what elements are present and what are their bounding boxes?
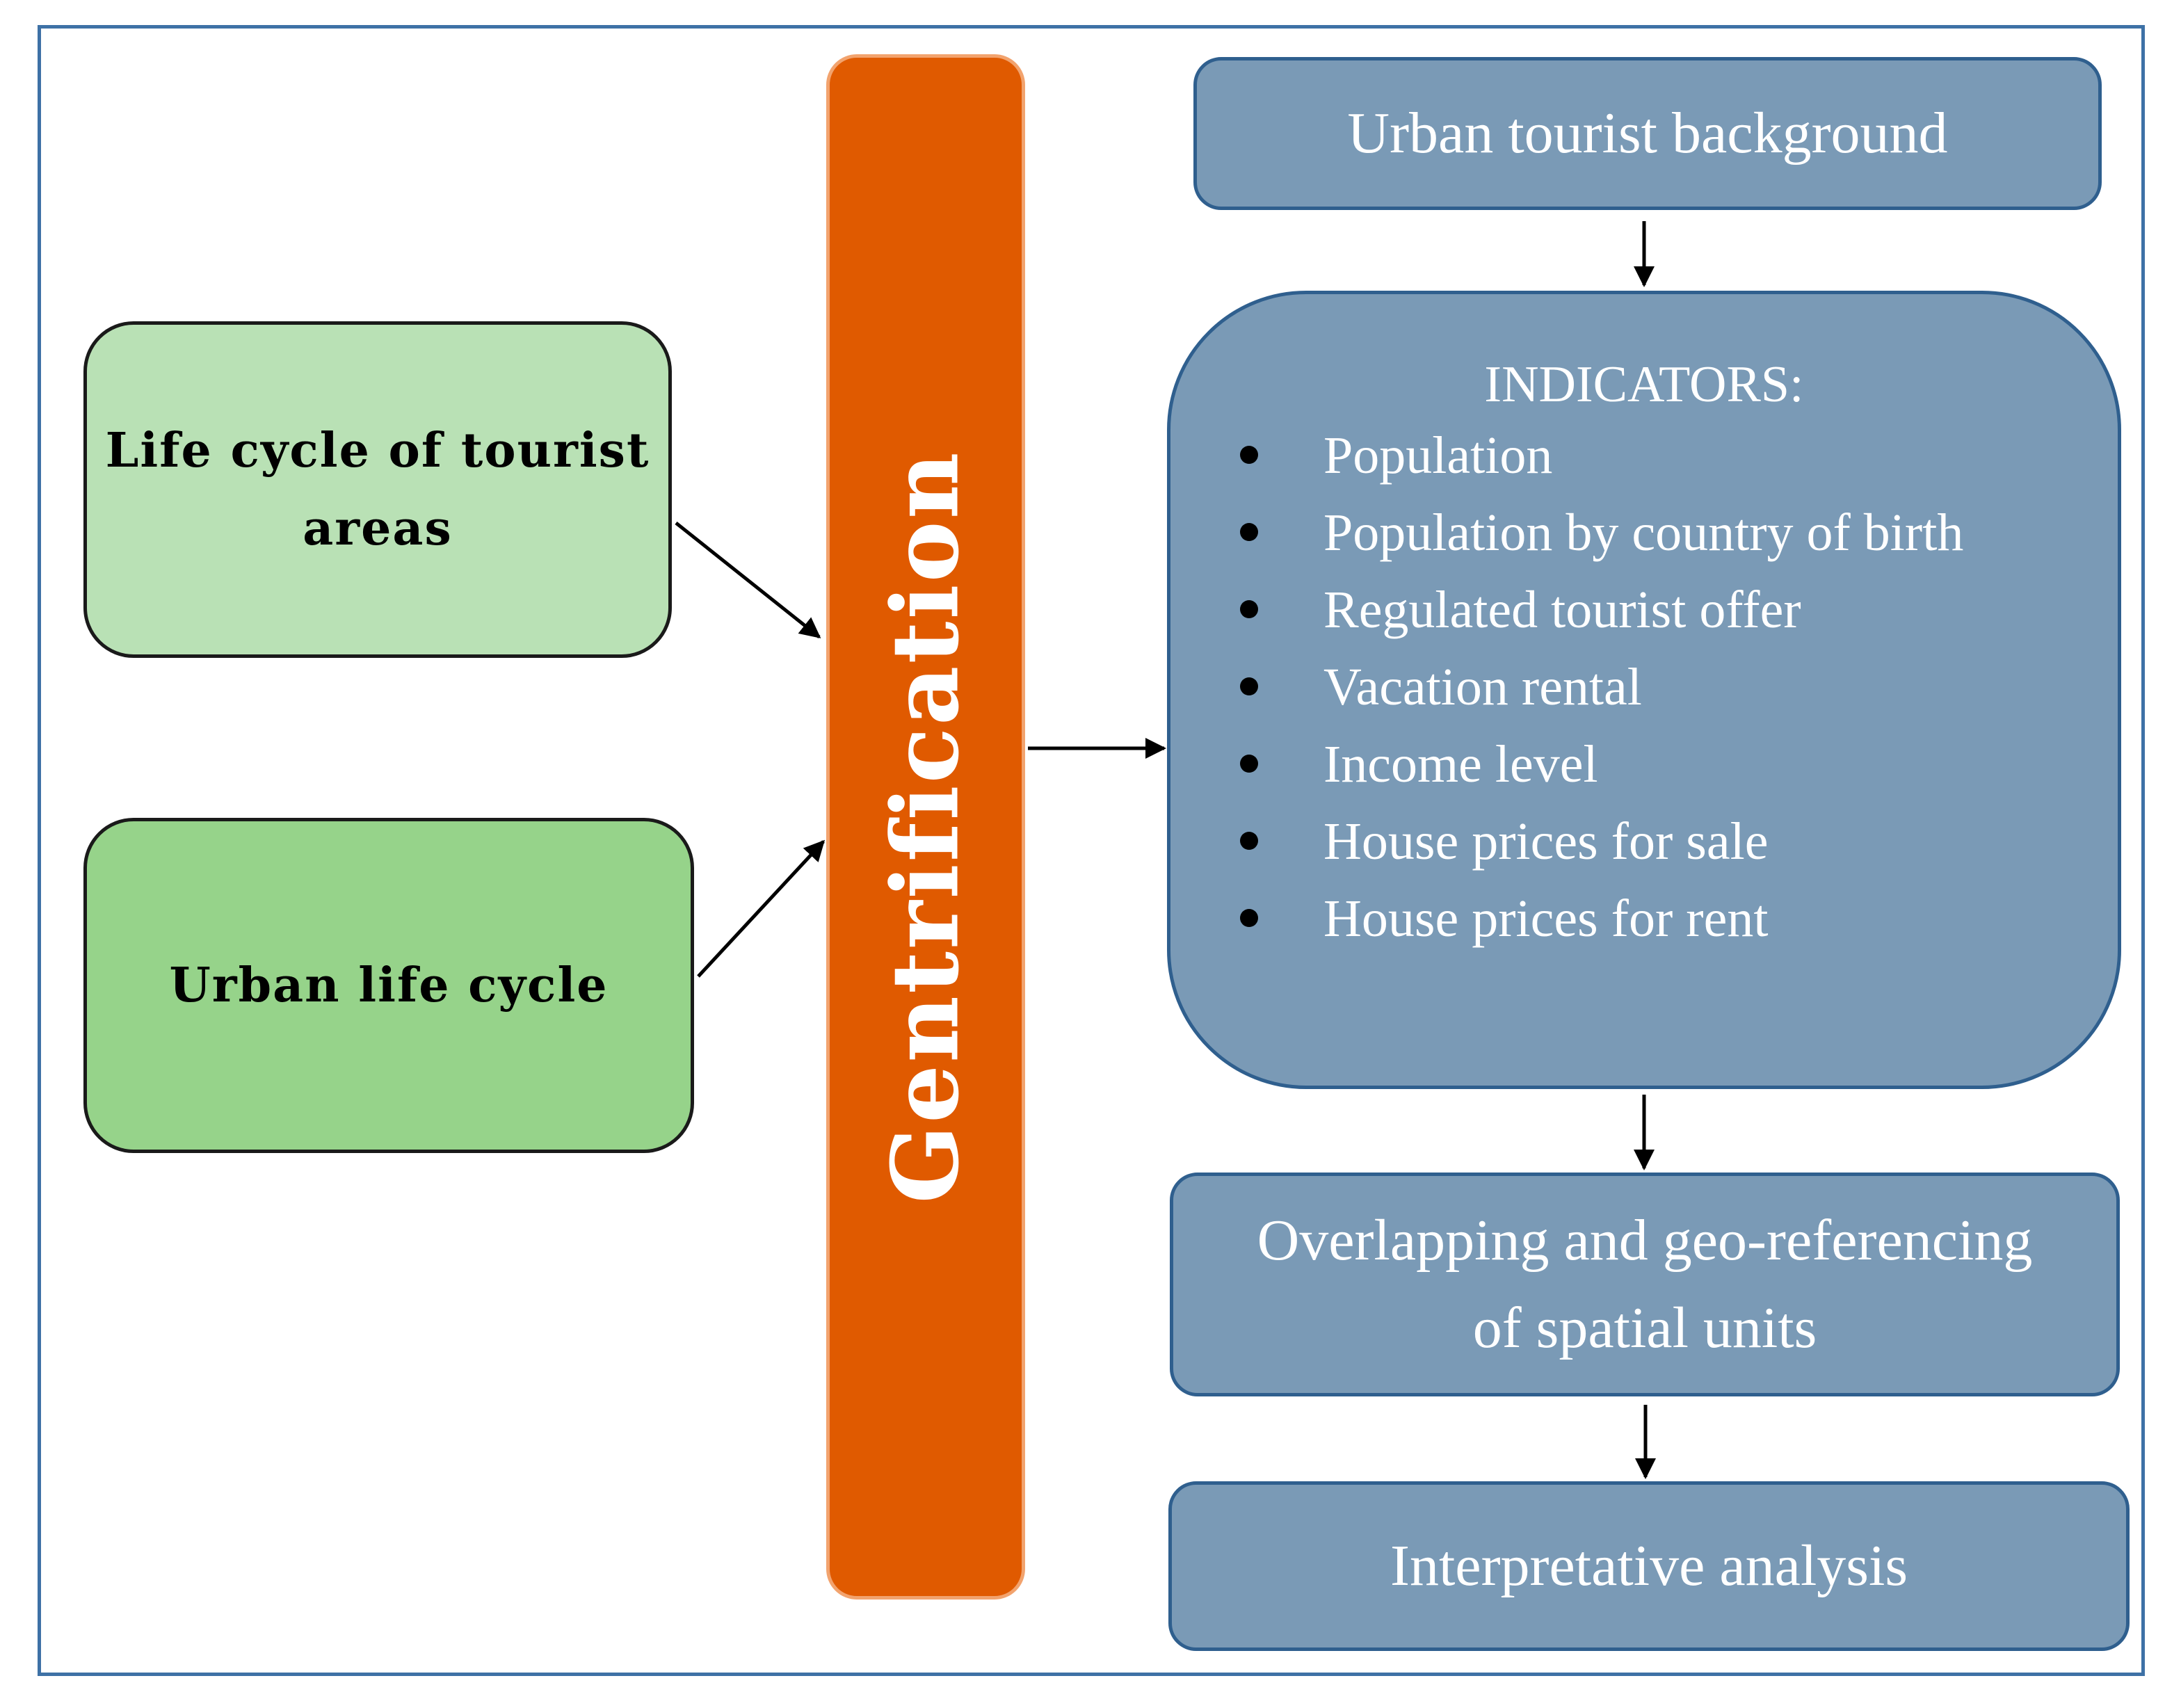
indicator-item: House prices for sale bbox=[1240, 815, 1963, 892]
indicator-text: Population by country of birth bbox=[1323, 503, 1964, 562]
interpretative-analysis-label: Interpretative analysis bbox=[1390, 1533, 1908, 1598]
tourist-areas-line-2: areas bbox=[303, 501, 453, 556]
arrow-tourist-to-gentrification bbox=[675, 522, 821, 638]
indicator-item: Vacation rental bbox=[1240, 661, 1963, 738]
urban-tourist-background-box: Urban tourist background bbox=[1193, 57, 2102, 210]
indicator-item: House prices for rent bbox=[1240, 892, 1963, 969]
urban-life-cycle-box: Urban life cycle bbox=[83, 818, 694, 1153]
bullet-icon bbox=[1240, 446, 1258, 464]
indicator-text: House prices for rent bbox=[1323, 889, 1769, 948]
indicator-text: Regulated tourist offer bbox=[1323, 581, 1801, 639]
overlapping-line-1: Overlapping and geo-referencing bbox=[1257, 1208, 2033, 1273]
indicator-item: Population by country of birth bbox=[1240, 506, 1963, 583]
indicators-list: Population Population by country of birt… bbox=[1240, 429, 1963, 969]
indicator-text: Vacation rental bbox=[1323, 658, 1642, 716]
indicator-item: Regulated tourist offer bbox=[1240, 583, 1963, 661]
interpretative-analysis-box: Interpretative analysis bbox=[1168, 1481, 2130, 1651]
indicator-item: Population bbox=[1240, 429, 1963, 506]
bullet-icon bbox=[1240, 677, 1258, 695]
tourist-areas-line-1: Life cycle of tourist bbox=[105, 423, 650, 478]
indicators-box: INDICATORS: Population Population by cou… bbox=[1167, 291, 2121, 1089]
bullet-icon bbox=[1240, 600, 1258, 618]
overlapping-box: Overlapping and geo-referencing of spati… bbox=[1170, 1173, 2120, 1396]
overlapping-line-2: of spatial units bbox=[1472, 1296, 1817, 1360]
urban-life-cycle-label: Urban life cycle bbox=[169, 958, 609, 1013]
indicator-item: Income level bbox=[1240, 738, 1963, 815]
indicator-text: Income level bbox=[1323, 735, 1598, 793]
bullet-icon bbox=[1240, 523, 1258, 541]
bullet-icon bbox=[1240, 755, 1258, 773]
gentrification-bar: Gentrification bbox=[826, 54, 1025, 1600]
indicator-text: House prices for sale bbox=[1323, 812, 1769, 871]
indicator-text: Population bbox=[1323, 426, 1553, 485]
arrow-urban-to-gentrification bbox=[697, 839, 826, 978]
bullet-icon bbox=[1240, 909, 1258, 927]
urban-tourist-background-label: Urban tourist background bbox=[1347, 101, 1948, 166]
indicators-title: INDICATORS: bbox=[1484, 356, 1804, 413]
life-cycle-tourist-areas-box: Life cycle of tourist areas bbox=[83, 321, 672, 658]
bullet-icon bbox=[1240, 832, 1258, 850]
